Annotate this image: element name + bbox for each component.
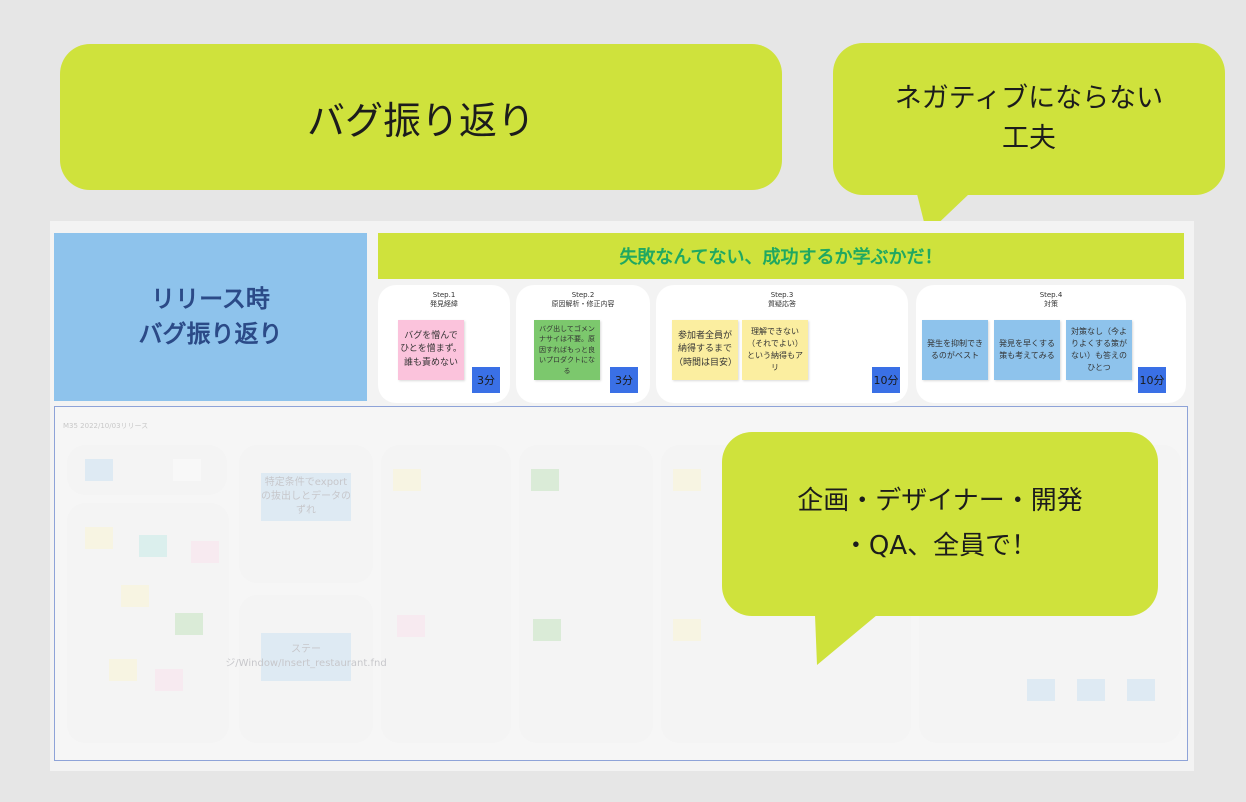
step-3-note-1: 参加者全員が納得するまで（時間は目安） — [672, 320, 738, 380]
team-callout-line1: 企画・デザイナー・開発 — [797, 485, 1083, 516]
mini-sticky — [173, 459, 201, 481]
step-4-label: Step.4 — [1039, 291, 1063, 299]
mini-sticky — [533, 619, 561, 641]
mini-sticky — [85, 459, 113, 481]
info-group — [67, 445, 227, 495]
step-3-card: Step.3 質疑応答 参加者全員が納得するまで（時間は目安） 理解できない（そ… — [656, 285, 908, 403]
step-4-note-1: 発生を抑制できるのがベスト — [922, 320, 988, 380]
mini-sticky — [109, 659, 137, 681]
motto-banner-text: 失敗なんてない、成功するか学ぶかだ！ — [619, 247, 943, 268]
step-1-title: Step.1 発見経緯 — [378, 291, 510, 309]
step-1-subtitle: 発見経緯 — [430, 300, 458, 309]
step-1-time-badge: 3分 — [472, 367, 500, 393]
mini-sticky — [673, 469, 701, 491]
step-1-note-1: バグを憎んでひとを憎まず。誰も責めない — [398, 320, 464, 380]
mini-sticky — [139, 535, 167, 557]
step-4-time-badge: 10分 — [1138, 367, 1166, 393]
mini-sticky — [175, 613, 203, 635]
mini-sticky — [1027, 679, 1055, 701]
motto-banner: 失敗なんてない、成功するか学ぶかだ！ — [378, 233, 1184, 279]
mini-sticky — [673, 619, 701, 641]
theme-group-2 — [239, 595, 373, 743]
mini-sticky — [393, 469, 421, 491]
step-4-title: Step.4 対策 — [916, 291, 1186, 309]
step-4-note-2: 発見を早くする策も考えてみる — [994, 320, 1060, 380]
mini-sticky — [155, 669, 183, 691]
participants-group — [67, 503, 229, 743]
step-2-label: Step.2 — [571, 291, 595, 299]
step-4-note-3: 対策なし（今よりよくする策がない）も答えのひとつ — [1066, 320, 1132, 380]
step-3-title: Step.3 質疑応答 — [656, 291, 908, 309]
theme-note-2: ステージ/Window/Insert_restaurant.fnd — [225, 633, 387, 681]
board-title-line2: バグ振り返り — [138, 320, 283, 348]
step-4-card: Step.4 対策 発生を抑制できるのがベスト 発見を早くする策も考えてみる 対… — [916, 285, 1186, 403]
mini-sticky — [1127, 679, 1155, 701]
board-title: リリース時 バグ振り返り — [54, 233, 367, 401]
step-2-card: Step.2 原因解析・修正内容 バグ出してゴメンナサイは不要。原因すればもっと… — [516, 285, 650, 403]
step-3-time-badge: 10分 — [872, 367, 900, 393]
step-2-subtitle: 原因解析・修正内容 — [551, 300, 615, 309]
team-callout-line2: ・QA、全員で！ — [842, 531, 1038, 561]
step-1-label: Step.1 — [432, 291, 456, 299]
tip-callout: ネガティブにならない 工夫 — [833, 43, 1225, 195]
title-callout: バグ振り返り — [60, 44, 782, 190]
tip-callout-line2: 工夫 — [1002, 123, 1056, 154]
step-2-time-badge: 3分 — [610, 367, 638, 393]
mini-sticky — [1077, 679, 1105, 701]
analysis-group — [519, 445, 653, 743]
step-4-subtitle: 対策 — [1044, 300, 1058, 309]
step-2-note-1: バグ出してゴメンナサイは不要。原因すればもっと良いプロダクトになる — [534, 320, 600, 380]
release-label: M35 2022/10/03リリース — [63, 422, 149, 430]
theme-group-1 — [239, 445, 373, 583]
discovery-group — [381, 445, 511, 743]
mini-sticky — [121, 585, 149, 607]
title-callout-text: バグ振り返り — [306, 98, 535, 143]
mini-sticky — [531, 469, 559, 491]
board-title-line1: リリース時 — [151, 285, 270, 314]
mini-sticky — [191, 541, 219, 563]
step-2-title: Step.2 原因解析・修正内容 — [516, 291, 650, 309]
mini-sticky — [397, 615, 425, 637]
team-callout: 企画・デザイナー・開発 ・QA、全員で！ — [722, 432, 1158, 616]
step-3-note-2: 理解できない（それでよい）という納得もアリ — [742, 320, 808, 380]
step-3-label: Step.3 — [770, 291, 794, 299]
team-callout-tail — [815, 615, 877, 665]
theme-note-1: 特定条件でexportの抜出しとデータのずれ — [261, 473, 351, 521]
step-1-card: Step.1 発見経緯 バグを憎んでひとを憎まず。誰も責めない 3分 — [378, 285, 510, 403]
tip-callout-line1: ネガティブにならない — [894, 82, 1164, 114]
mini-sticky — [85, 527, 113, 549]
step-3-subtitle: 質疑応答 — [768, 300, 796, 309]
